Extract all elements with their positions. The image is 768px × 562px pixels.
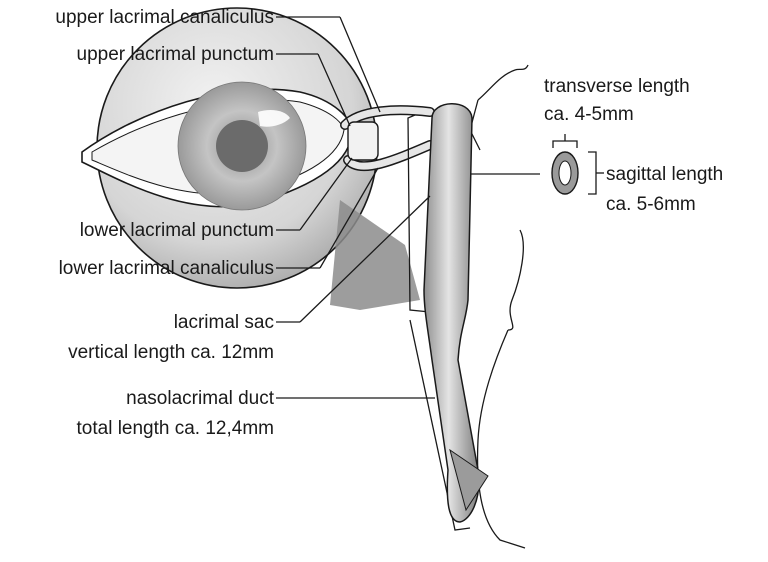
label-sac-length: vertical length ca. 12mm [68,342,274,363]
label-upper-punctum: upper lacrimal punctum [77,44,274,65]
pupil [216,120,268,172]
cross-section [552,134,604,194]
duct-body [424,104,479,522]
label-transverse-length: transverse length [544,76,690,97]
label-sagittal-value: ca. 5-6mm [606,194,696,215]
label-lower-punctum: lower lacrimal punctum [80,220,274,241]
label-nasolacrimal-duct: nasolacrimal duct [126,388,275,409]
canaliculi [345,110,430,166]
transverse-bracket [553,141,577,148]
sagittal-bracket [588,152,596,194]
label-lower-canaliculus: lower lacrimal canaliculus [59,258,274,279]
label-upper-canaliculus: upper lacrimal canaliculus [55,7,274,28]
label-lacrimal-sac: lacrimal sac [174,312,274,333]
label-duct-length: total length ca. 12,4mm [77,418,275,439]
label-transverse-value: ca. 4-5mm [544,104,634,125]
lacrimal-sac-and-duct [424,104,488,522]
iris [178,82,306,210]
label-sagittal-length: sagittal length [606,164,723,185]
